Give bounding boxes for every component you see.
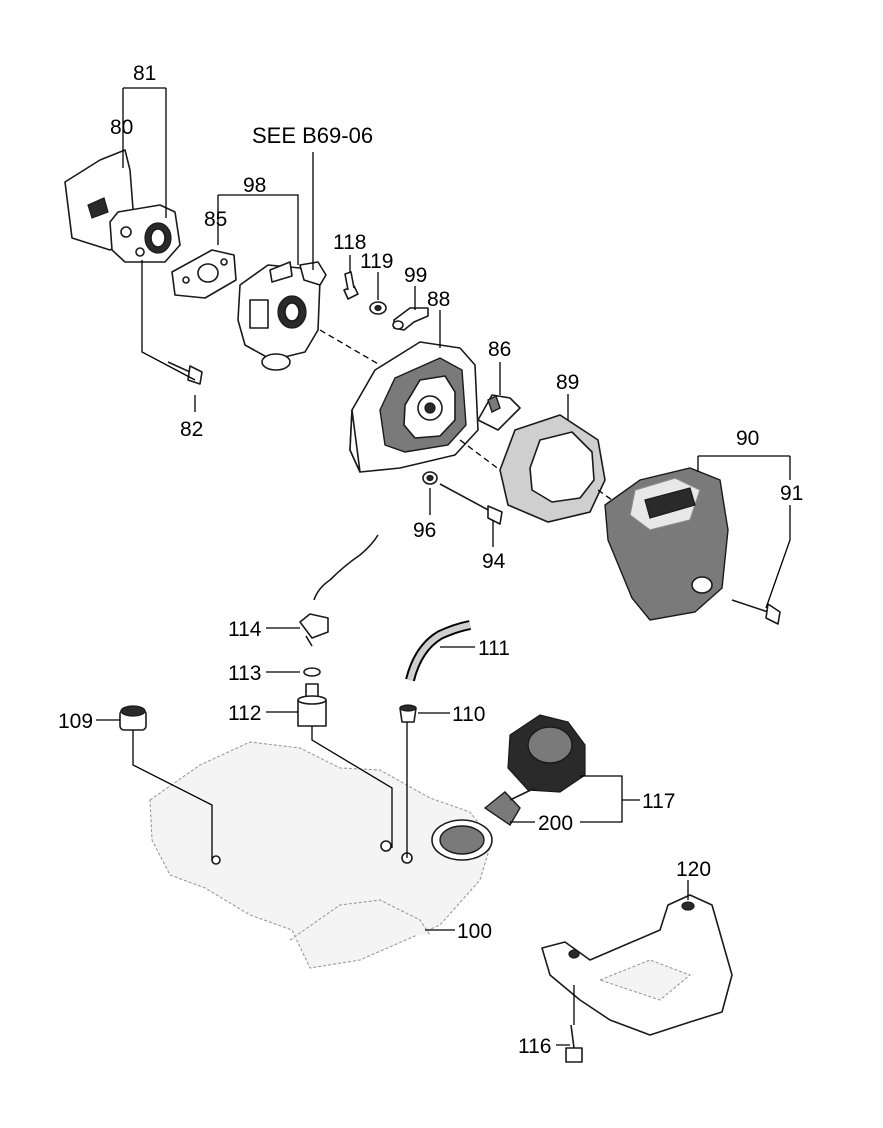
part-88-filter-base	[349, 341, 479, 473]
part-200-strap	[483, 787, 536, 826]
part-label-118: 118	[333, 231, 366, 254]
part-96-washer	[422, 471, 438, 485]
part-114-fuel-hose	[299, 534, 379, 647]
part-91-knob-screw	[731, 599, 781, 625]
part-label-120: 120	[676, 858, 711, 881]
part-label-89: 89	[556, 371, 579, 394]
part-label-200: 200	[538, 812, 573, 835]
part-86-choke-lever	[477, 394, 521, 431]
part-label-99: 99	[404, 264, 427, 287]
part-label-114: 114	[228, 618, 262, 641]
part-label-110: 110	[452, 703, 485, 726]
part-111-hose	[405, 620, 472, 682]
part-110-grommet	[399, 704, 417, 723]
reference-label: SEE B69-06	[252, 123, 373, 148]
part-label-112: 112	[228, 702, 261, 725]
part-85-gasket	[171, 249, 237, 299]
part-label-111: 111	[478, 637, 510, 660]
part-98-carburetor	[237, 261, 327, 371]
part-112-filter	[297, 683, 327, 727]
part-100-fuel-tank	[149, 741, 493, 969]
part-99-bracket	[392, 307, 429, 331]
part-label-90: 90	[736, 427, 759, 450]
part-label-116: 116	[518, 1035, 551, 1058]
part-89-foam-filter	[499, 414, 606, 523]
part-label-96: 96	[413, 519, 436, 542]
part-label-119: 119	[360, 250, 393, 273]
part-label-86: 86	[488, 338, 511, 361]
leader-lines	[96, 87, 791, 1046]
part-82-bolt	[167, 361, 203, 385]
part-label-109: 109	[58, 710, 93, 733]
part-label-100: 100	[457, 920, 492, 943]
part-label-85: 85	[204, 208, 227, 231]
part-120-bracket	[541, 894, 733, 1036]
part-116-screw	[565, 1024, 583, 1063]
part-113-clip	[303, 667, 321, 677]
part-label-117: 117	[642, 790, 675, 813]
part-label-80: 80	[110, 116, 133, 139]
part-90-filter-cover	[604, 467, 729, 621]
part-119-washer	[369, 301, 387, 315]
part-label-94: 94	[482, 550, 506, 573]
part-label-88: 88	[427, 288, 450, 311]
part-94-long-bolt	[439, 483, 503, 525]
part-label-98: 98	[243, 174, 266, 197]
part-118-screw	[343, 271, 359, 300]
part-label-81: 81	[133, 62, 156, 85]
part-label-91: 91	[780, 482, 803, 505]
part-109-mount	[119, 705, 147, 731]
part-117-fuel-cap	[507, 714, 586, 793]
part-81-insulator	[109, 204, 181, 263]
part-label-113: 113	[228, 662, 261, 685]
part-label-82: 82	[180, 418, 203, 441]
